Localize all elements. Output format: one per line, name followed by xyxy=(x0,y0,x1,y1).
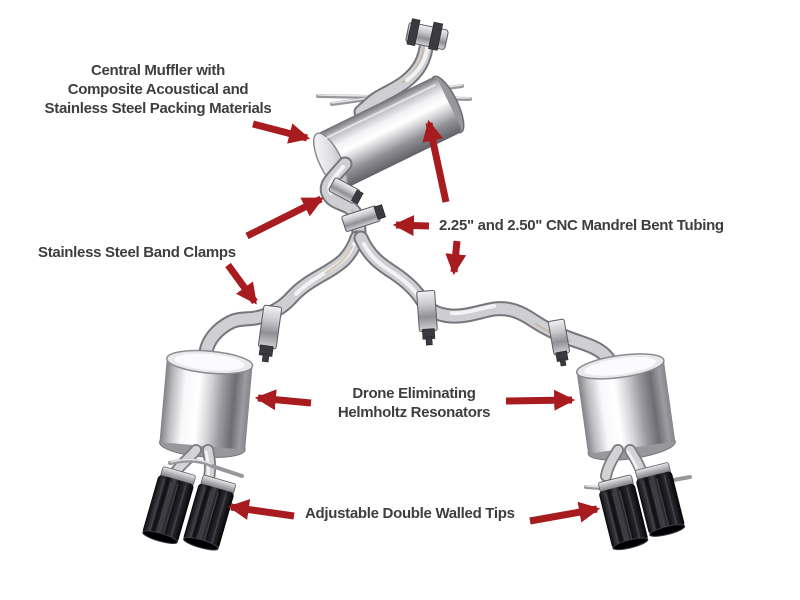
arrow-to-right-tips xyxy=(529,501,601,525)
arrow-to-muffler xyxy=(252,120,311,144)
central-muffler xyxy=(313,75,465,191)
left-resonator xyxy=(158,349,254,458)
label-central-muffler: Central Muffler with Composite Acoustica… xyxy=(44,62,272,117)
label-band-clamps: Stainless Steel Band Clamps xyxy=(38,244,236,261)
arrow-to-upper-band-clamp xyxy=(245,195,324,240)
s-pipe-band-clamp xyxy=(328,177,364,205)
left-exhaust-tips xyxy=(142,466,237,551)
arrow-to-left-band-clamp xyxy=(225,262,258,305)
collector-band-clamp xyxy=(341,204,387,232)
inlet-clamp xyxy=(405,18,449,51)
label-resonators: Drone Eliminating Helmholtz Resonators xyxy=(337,385,491,421)
arrow-to-left-resonator xyxy=(254,389,312,411)
right-pipe-band-clamp-1 xyxy=(416,290,438,346)
arrow-to-collector xyxy=(392,215,430,237)
label-tubing: 2.25" and 2.50" CNC Mandrel Bent Tubing xyxy=(439,217,724,234)
right-pipe-band-clamp-2 xyxy=(547,318,571,367)
arrow-to-right-resonator xyxy=(505,389,576,411)
left-pipe-band-clamp xyxy=(257,304,283,363)
inlet-pipe xyxy=(353,34,435,120)
right-exhaust-tips xyxy=(598,462,686,551)
y-pipe-right-branch xyxy=(353,230,619,370)
arrow-to-upper-tubing xyxy=(422,119,450,203)
arrow-to-left-tips xyxy=(227,499,295,520)
annotation-arrows xyxy=(225,119,601,525)
label-tips: Adjustable Double Walled Tips xyxy=(305,505,515,522)
arrow-to-right-tubing xyxy=(445,240,467,276)
